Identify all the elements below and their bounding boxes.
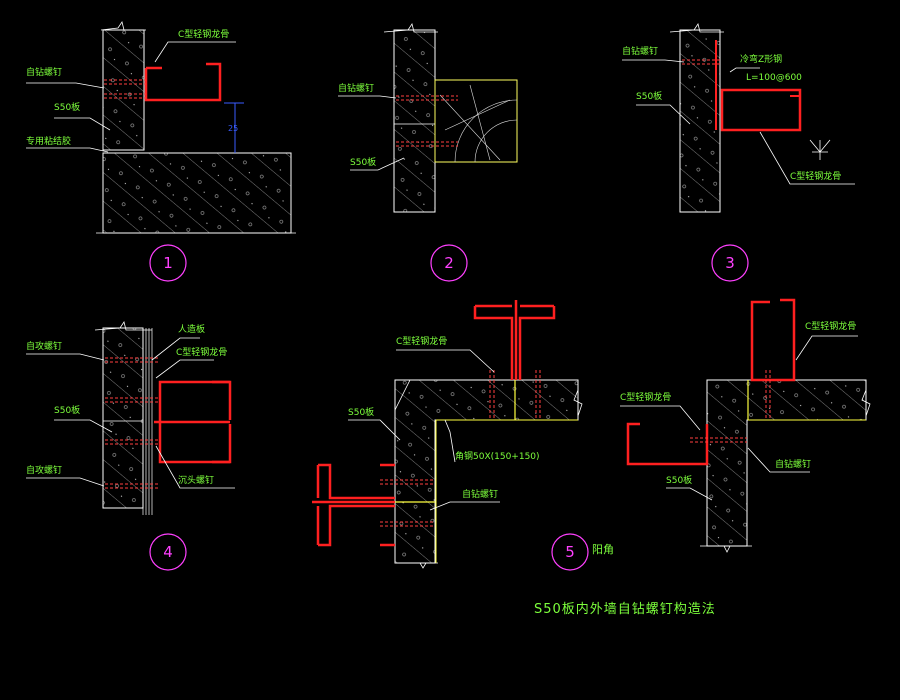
label-board: S50板	[636, 92, 663, 102]
detail-3	[622, 23, 855, 282]
detail-4	[26, 321, 235, 571]
label-board: S50板	[54, 406, 81, 416]
label-screw: 自钻螺钉	[26, 68, 63, 78]
detail-1	[26, 21, 296, 282]
detail-2	[338, 23, 518, 282]
label-screw: 自钻螺钉	[462, 490, 499, 500]
label-screw-top: 自攻螺钉	[26, 342, 63, 352]
detail-number-5: 5	[565, 543, 575, 561]
label-facing: 人造板	[178, 325, 206, 335]
label-c-keel: C型轻钢龙骨	[790, 172, 842, 182]
detail-number-4: 4	[163, 543, 173, 561]
label-board: S50板	[54, 103, 81, 113]
label-screw: 自钻螺钉	[338, 84, 375, 94]
label-c-keel: C型轻钢龙骨	[176, 348, 228, 358]
detail-6	[620, 298, 871, 553]
label-c-keel: C型轻钢龙骨	[396, 337, 448, 347]
detail-number-1: 1	[163, 254, 173, 272]
detail-number-2: 2	[444, 254, 454, 272]
label-spacing: L=100@600	[746, 73, 802, 83]
label-c-keel-left: C型轻钢龙骨	[620, 393, 672, 403]
label-angle: 角钢50X(150+150)	[455, 452, 540, 462]
label-board: S50板	[350, 158, 377, 168]
label-screw: 自钻螺钉	[622, 47, 659, 57]
detail-5	[312, 300, 589, 571]
label-adhesive: 专用粘结胶	[26, 137, 72, 147]
label-board: S50板	[666, 476, 693, 486]
label-bolt: 沉头螺钉	[178, 476, 215, 486]
label-screw: 自钻螺钉	[775, 460, 812, 470]
label-dimension: 25	[228, 124, 239, 133]
drawing-title: S50板内外墙自钻螺钉构造法	[534, 602, 716, 617]
label-c-keel-top: C型轻钢龙骨	[805, 322, 857, 332]
label-c-keel: C型轻钢龙骨	[178, 30, 230, 40]
label-board: S50板	[348, 408, 375, 418]
label-screw-bottom: 自攻螺钉	[26, 466, 63, 476]
label-corner: 阳角	[592, 543, 614, 556]
detail-number-3: 3	[725, 254, 735, 272]
label-angle: 冷弯Z形钢	[740, 55, 783, 65]
